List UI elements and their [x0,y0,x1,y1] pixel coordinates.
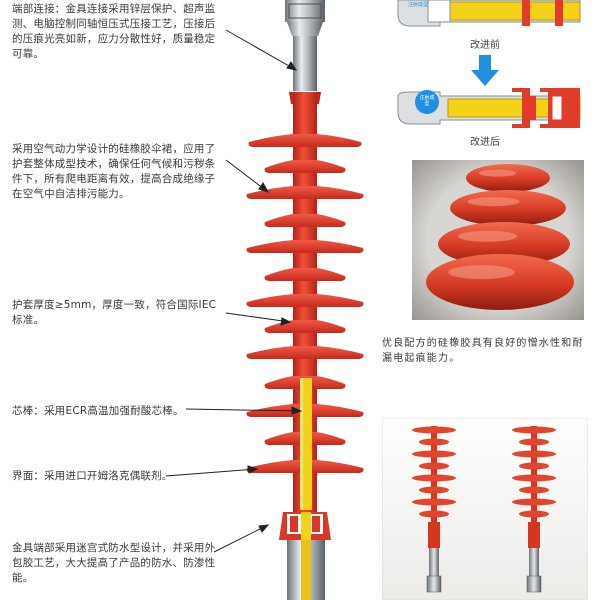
product-end-cap [426,575,442,593]
silicone-note: 优良配方的硅橡胶具有良好的憎水性和耐漏电起痕能力。 [382,338,584,364]
annotation-shed-design: 采用空气动力学设计的硅橡胶伞裙，应用了护套整体成型技术，确保任何气候和污秽条件下… [12,143,216,200]
leader-lines [165,29,303,553]
product-fitting-cover [428,522,440,548]
badge-before-label: 注射成型 [407,2,428,8]
annotation-end-fitting: 端部连接：金具连接采用锌层保护、超声监测、电脑控制同轴恒压式压接工艺，压接后的压… [12,3,216,60]
closeup-disc-1 [466,164,550,192]
closeup-disc-highlight-2 [467,197,520,207]
annotation-fitting-seal: 金具端部采用迷宫式防水型设计，并采用外包胶工艺，大大提高了产品的防水、防渗性能。 [12,542,216,584]
shed-3 [246,186,364,199]
product-shed [412,474,456,482]
product-shed [519,510,549,518]
closeup-disc-highlight-4 [448,265,515,280]
shed-5 [246,240,364,253]
shed-1 [248,134,362,147]
product-shed [419,510,449,518]
product-sheath [531,426,537,546]
product-shed [512,498,556,506]
product-end-cap [526,575,542,593]
product-fitting-cover [528,522,540,548]
badge-after: 注射成型 [419,95,435,107]
product-shed [419,486,449,494]
product-metal-fitting [429,548,439,578]
shed-7 [246,294,364,307]
closeup-disc-highlight-1 [478,169,517,177]
product-shed [412,426,456,434]
closeup-disc-highlight-3 [457,230,518,242]
shed-4 [264,214,346,227]
product-shed [512,426,556,434]
product-sheath [431,426,437,546]
closeup-shed-photo [412,160,584,320]
annotation-sheath: 护套厚度≥5mm，厚度一致，符合国际IEC标准。 [12,299,217,326]
label-after: 改进后 [470,137,500,148]
shed-9 [246,346,364,359]
closeup-disc-2 [450,190,566,226]
shed-8 [264,320,346,333]
product-shed [519,462,549,470]
shed-2 [264,160,346,173]
product-photo-right [512,426,556,593]
bottom-end-fitting [279,512,331,600]
core-rod-cutaway [300,378,312,510]
product-shed [419,438,449,446]
product-shed [412,498,456,506]
product-shed [512,474,556,482]
product-photos [382,418,588,600]
closeup-disc-4 [426,254,574,310]
top-end-fitting [285,0,325,91]
product-shed [412,450,456,458]
annotation-interface: 界面：采用进口开姆洛克偶联剂。 [12,470,173,482]
product-shed [519,486,549,494]
product-shed [419,462,449,470]
product-photo-left [412,426,456,593]
product-shed [519,438,549,446]
shed-6 [264,268,346,281]
product-metal-fitting [529,548,539,578]
annotation-core-rod: 芯棒：采用ECR高温加强耐酸芯棒。 [12,405,184,417]
product-shed [512,450,556,458]
label-before: 改进前 [470,40,500,51]
